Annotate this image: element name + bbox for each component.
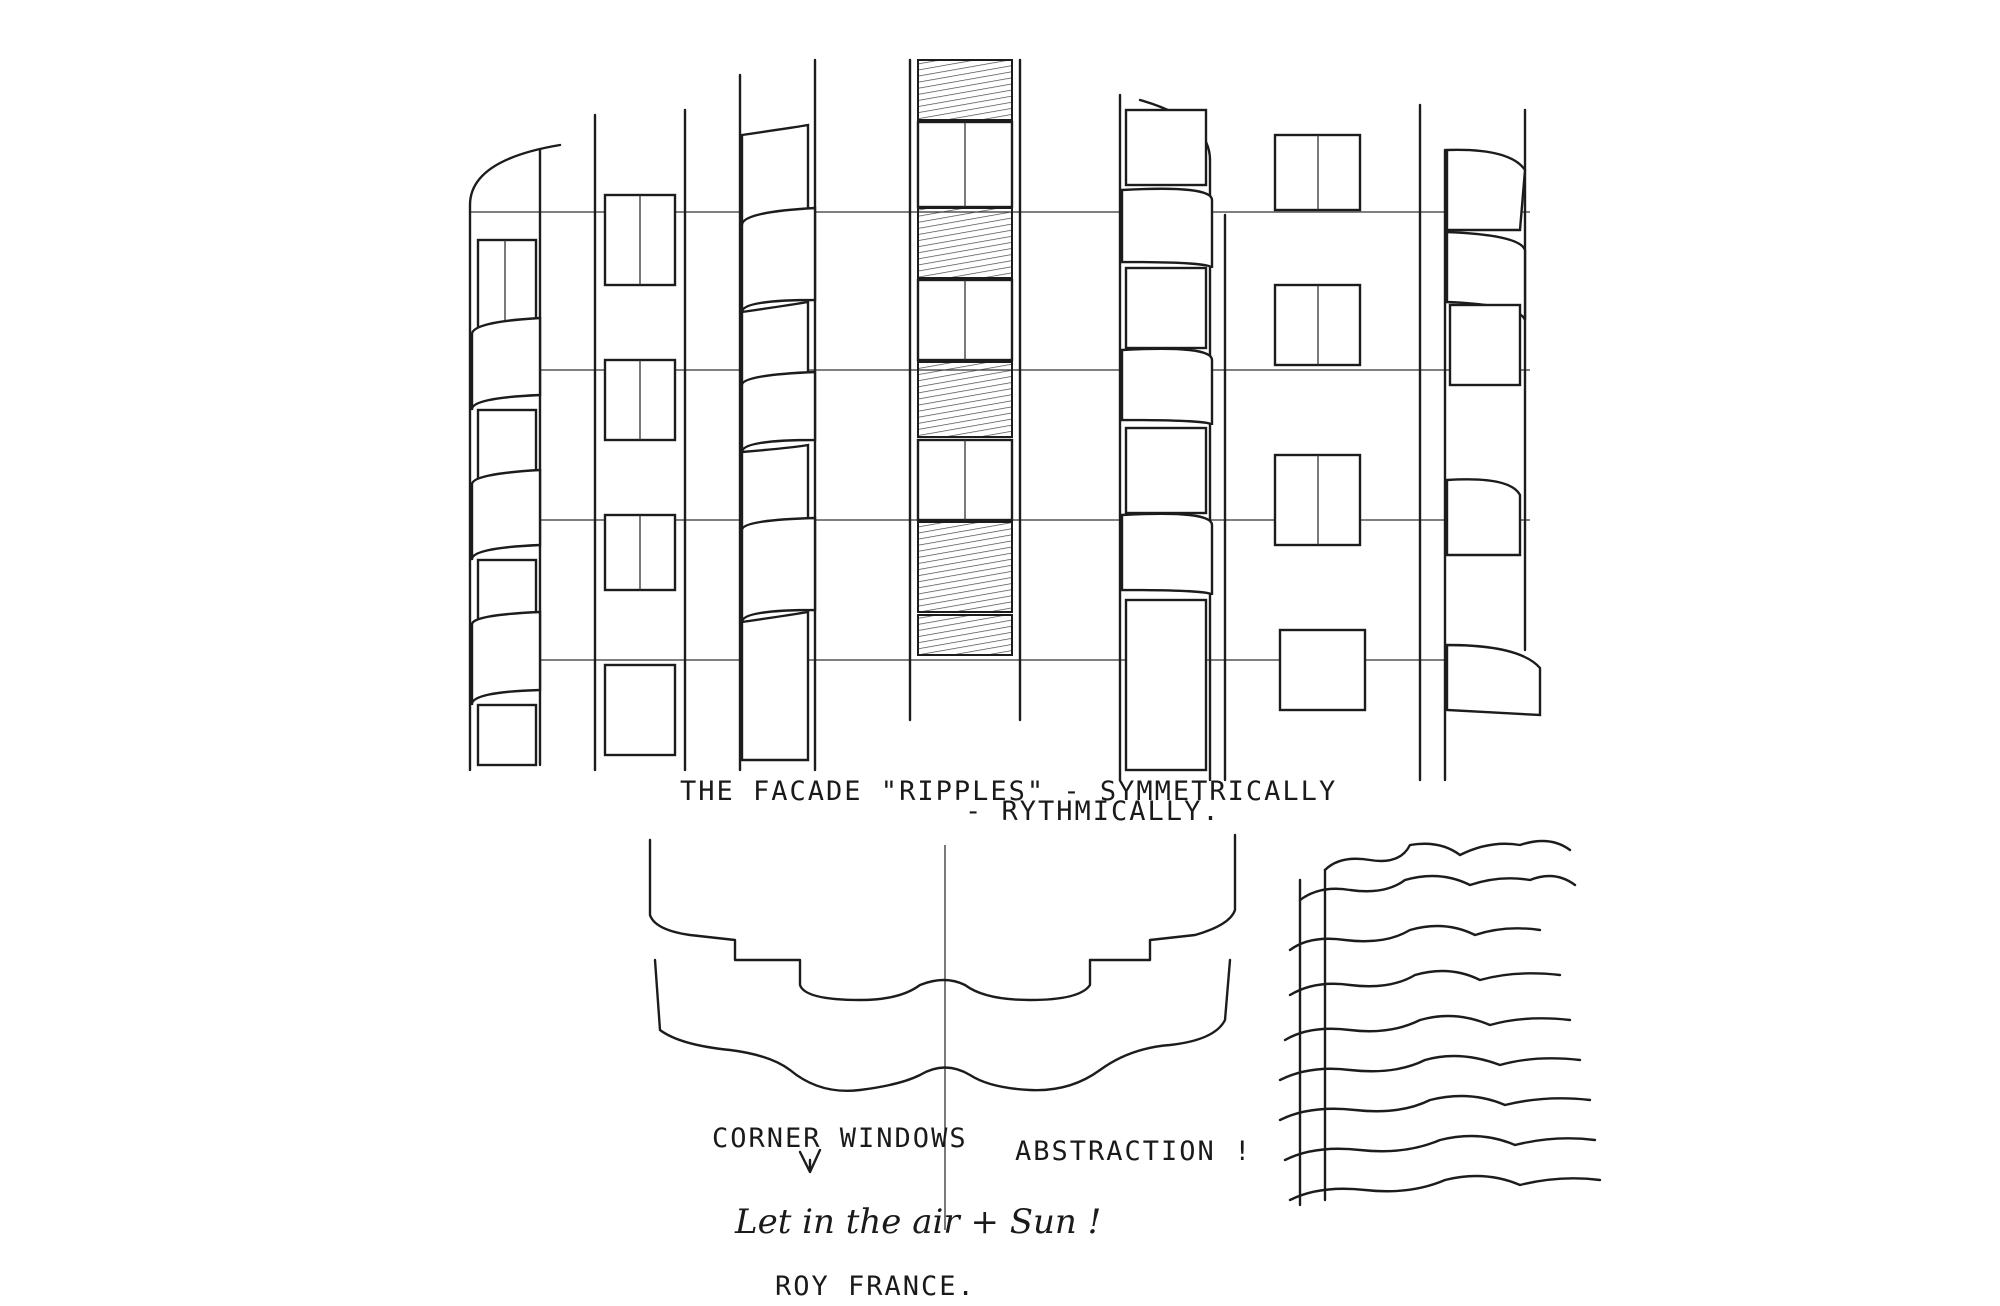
note-rhythmically: - RYTHMICALLY. [965,796,1221,827]
note-corner-windows: CORNER WINDOWS [712,1123,968,1154]
bay-column-1 [468,143,562,772]
bay-column-5 [1118,93,1214,782]
facade-elevation-sketch [468,58,1542,782]
central-slatted-column [908,58,1022,722]
note-roy-france: ROY FRANCE. [775,1271,976,1302]
wavy-tower-sketch [1278,839,1602,1207]
note-facade-ripples: THE FACADE "RIPPLES" - SYMMETRICALLY [680,776,1337,807]
note-let-in-air-sun: Let in the air + Sun ! [734,1202,1101,1242]
plan-section-sketch [648,833,1237,1230]
flat-column-2 [593,108,687,772]
note-abstraction: ABSTRACTION ! [1015,1136,1252,1167]
arrow-down-icon [798,1148,822,1174]
corner-window-column-6 [1223,103,1422,782]
bay-column-7 [1443,108,1542,782]
bay-column-3 [738,58,817,772]
